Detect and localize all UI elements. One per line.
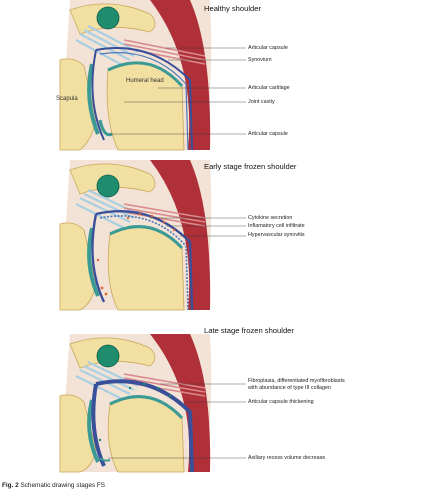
- deltoid-muscle: [150, 160, 211, 310]
- bursa-circle: [96, 174, 120, 198]
- label-fibroplasia: Fibroplasia, differentiated myofibroblas…: [248, 378, 345, 384]
- articular-capsule: [91, 47, 193, 151]
- scapula-bone: [59, 394, 97, 473]
- inflamed-synovium: [99, 215, 189, 311]
- label-axillary-recess: Axillary recess volume decrease: [248, 455, 326, 461]
- synovium-line: [99, 52, 189, 151]
- deltoid-muscle: [150, 334, 211, 472]
- label-synovium: Synovium: [248, 57, 272, 63]
- tendon-bundle: [75, 189, 139, 229]
- figure-caption: Fig. 2 Schematic drawing stages FS: [2, 482, 105, 489]
- deltoid-muscle: [150, 0, 211, 150]
- panel-title: Healthy shoulder: [204, 4, 261, 13]
- label-articular-capsule-top: Articular capsule: [248, 45, 288, 51]
- label-inflammatory-infiltrate: Inflamatory cell infiltrate: [248, 223, 305, 229]
- healthy-shoulder-illustration: [59, 0, 246, 151]
- label-joint-cavity: Joint cavity: [248, 99, 275, 105]
- tendon-bundle: [75, 25, 139, 67]
- humeral-head-label: Humeral head: [126, 78, 164, 84]
- figure-caption-text: Schematic drawing stages FS: [18, 482, 106, 489]
- panel-title: Late stage frozen shoulder: [204, 326, 294, 335]
- label-collagen: with abundance of type III collagen: [248, 385, 332, 391]
- label-hypervascular-synovitis: Hypervascular synovitis: [248, 232, 305, 238]
- label-capsule-thickening: Articular capsule thickening: [248, 399, 314, 405]
- inflammatory-cells: [96, 212, 176, 296]
- early-stage-illustration: [59, 160, 246, 311]
- late-stage-illustration: [59, 334, 246, 473]
- panel-early: Early stage frozen shoulder Cytokine sec…: [0, 160, 426, 320]
- panel-title: Early stage frozen shoulder: [204, 162, 297, 171]
- panel-late: Late stage frozen shoulder Fibroplasia, …: [0, 322, 426, 480]
- bursa-circle: [96, 344, 120, 368]
- label-cytokine-secretion: Cytokine secretion: [248, 215, 293, 221]
- reduced-axillary-recess: [99, 457, 111, 462]
- fibroblast-cells: [98, 382, 172, 442]
- label-articular-capsule-bottom: Articular capsule: [248, 131, 288, 137]
- bursa-circle: [96, 6, 120, 30]
- scapula-label: Scapula: [56, 96, 78, 102]
- articular-capsule: [91, 210, 194, 311]
- figure-number: Fig. 2: [2, 482, 19, 489]
- label-articular-cartilage: Articular cartilage: [248, 85, 290, 91]
- supraspinatus-muscle: [123, 203, 206, 227]
- panel-healthy: Healthy shoulder Humeral head Scapula Ar…: [0, 0, 426, 160]
